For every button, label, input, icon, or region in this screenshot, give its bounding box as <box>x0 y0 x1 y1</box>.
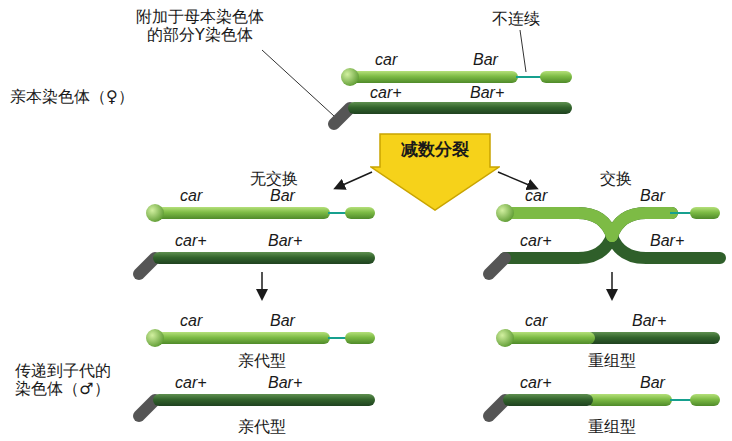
annotation-label: 附加于母本染色体 的部分Y染色体 <box>128 8 273 44</box>
meiosis-arrow: 减数分裂 <box>370 133 500 211</box>
gene-label: car+ <box>175 232 207 250</box>
annotation-label: 重组型 <box>588 352 636 370</box>
arrow-label: 减数分裂 <box>370 139 500 159</box>
gene-label: car <box>525 312 547 330</box>
annotation-label: 亲代型 <box>238 418 286 436</box>
gene-label: Bar <box>270 187 295 205</box>
gene-label: Bar+ <box>632 312 666 330</box>
gene-label: Bar <box>640 374 665 392</box>
gene-label: car+ <box>370 84 402 102</box>
gene-label: car+ <box>520 374 552 392</box>
gene-label: Bar <box>473 51 498 69</box>
annotation-label: 交换 <box>600 170 632 188</box>
annotation-label: 传递到子代的 染色体（♂） <box>10 362 115 398</box>
gene-label: Bar+ <box>650 232 684 250</box>
gene-label: car <box>525 187 547 205</box>
gene-label: Bar+ <box>470 84 504 102</box>
gene-label: Bar <box>270 312 295 330</box>
annotation-label: 亲本染色体（♀） <box>10 88 134 106</box>
gene-label: car <box>180 312 202 330</box>
gene-label: car <box>375 51 397 69</box>
gene-label: Bar <box>640 187 665 205</box>
gene-label: car+ <box>175 374 207 392</box>
annotation-label: 不连续 <box>492 10 540 28</box>
annotation-label: 重组型 <box>588 418 636 436</box>
gene-label: Bar+ <box>268 232 302 250</box>
gene-label: car <box>180 187 202 205</box>
annotation-label: 无交换 <box>250 170 298 188</box>
gene-label: Bar+ <box>268 374 302 392</box>
annotation-label: 亲代型 <box>238 352 286 370</box>
gene-label: car+ <box>520 232 552 250</box>
